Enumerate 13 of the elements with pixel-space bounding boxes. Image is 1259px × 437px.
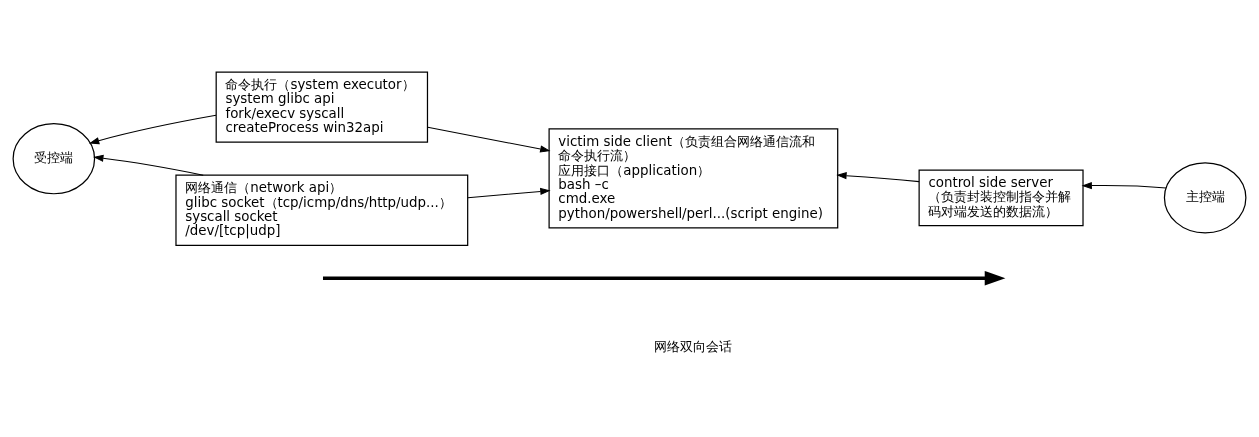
node-box: 命令执行（system executor） system glibc api fork/execv syscall createProcess win32api	[215, 71, 429, 143]
arrow	[427, 126, 551, 153]
legend-label: 网络双向会话	[654, 338, 733, 354]
arrow	[88, 114, 217, 144]
arrow	[836, 171, 920, 182]
arrow	[1081, 181, 1167, 189]
node-ellipse: 主控端	[1163, 161, 1247, 234]
node-box: control side server （负责封装控制指令并解码对端发送的数据流）	[918, 168, 1084, 226]
node-box: 网络通信（network api） glibc socket（tcp/icmp/dns/http/udp...） syscall socket /dev/[tcp|udp]	[175, 174, 469, 246]
arrow	[93, 154, 204, 176]
node-box: victim side client（负责组合网络通信流和命令执行流） 应用接口（application） bash –c cmd.exe python/powershell/perl...(script engine)	[548, 127, 839, 228]
node-ellipse: 受控端	[12, 122, 96, 194]
arrow	[467, 187, 551, 198]
